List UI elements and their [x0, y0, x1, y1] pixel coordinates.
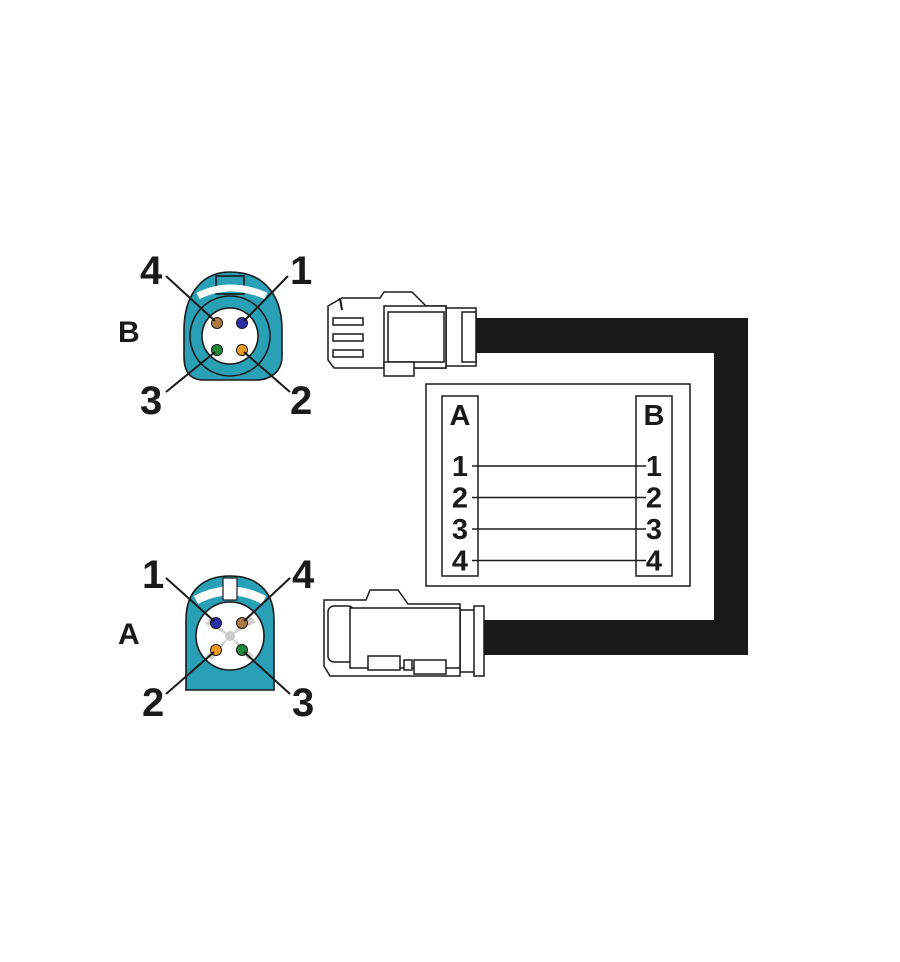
table-row-b-1: 1 [646, 451, 662, 483]
connector-b-face: 4 1 3 2 B [118, 249, 312, 423]
table-row-b-2: 2 [646, 483, 662, 515]
connector-b-plug [327, 291, 477, 377]
table-header-a: A [450, 400, 471, 432]
pin-label-b-4: 4 [140, 249, 163, 293]
table-row-a-3: 3 [452, 514, 468, 546]
connector-a-plug [323, 589, 485, 677]
table-header-b: B [644, 400, 665, 432]
table-row-a-4: 4 [452, 546, 468, 578]
table-row-b-3: 3 [646, 514, 662, 546]
pin-label-b-2: 2 [290, 379, 312, 423]
cable [470, 318, 748, 655]
pin-label-a-4: 4 [292, 553, 315, 597]
pin-label-b-1: 1 [290, 249, 312, 293]
table-row-b-4: 4 [646, 546, 662, 578]
connector-a-label: A [118, 618, 140, 651]
pin-label-a-2: 2 [142, 681, 164, 725]
pin-label-a-1: 1 [142, 553, 164, 597]
connector-b-label: B [118, 316, 140, 349]
pin-label-b-3: 3 [140, 379, 162, 423]
connector-a-face: 1 4 2 3 A [118, 553, 315, 725]
pin-label-a-3: 3 [292, 681, 314, 725]
table-row-a-2: 2 [452, 483, 468, 515]
table-row-a-1: 1 [452, 451, 468, 483]
